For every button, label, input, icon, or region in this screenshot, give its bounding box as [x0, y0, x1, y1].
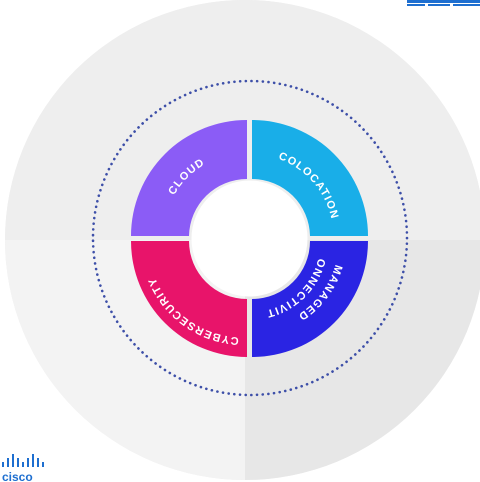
cisco-bars-icon [2, 454, 44, 467]
segment-managed-connectivity[interactable] [252, 241, 368, 357]
cisco-logo: cisco [2, 454, 44, 482]
cisco-wordmark: cisco [2, 470, 33, 482]
center-hole [191, 180, 308, 297]
segment-colocation[interactable] [252, 120, 368, 236]
corner-logo [407, 0, 480, 6]
outer-dotted-ring [91, 79, 409, 397]
segment-cloud[interactable] [131, 120, 247, 236]
segment-cybersecurity[interactable] [131, 241, 247, 357]
segment-ring [131, 120, 368, 357]
